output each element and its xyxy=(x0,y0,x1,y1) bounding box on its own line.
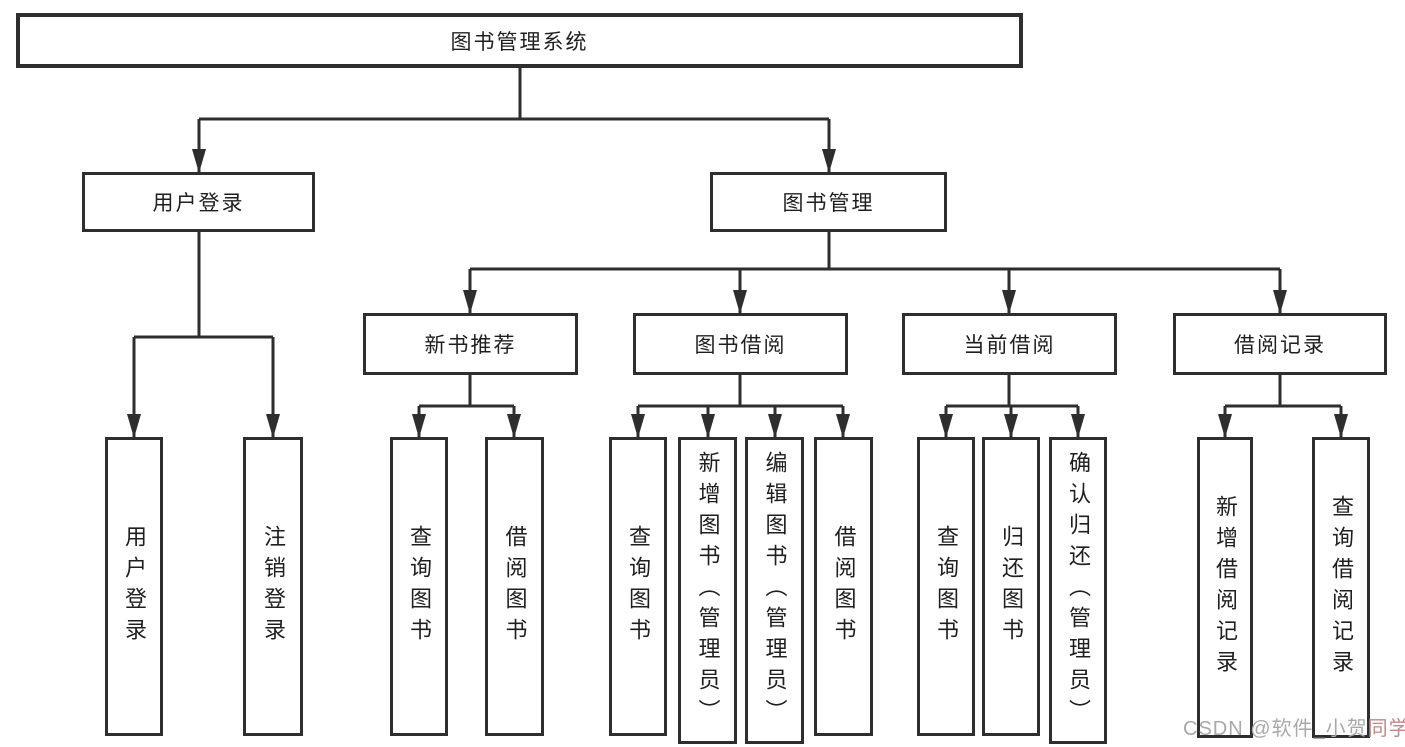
connector-root-to-level2 xyxy=(192,68,836,173)
leaf-query-borrow-record-label: 查询借阅记录 xyxy=(1329,494,1354,681)
leaf-user-login-label: 用户登录 xyxy=(122,524,147,649)
leaf-user-login: 用户登录 xyxy=(105,437,163,736)
watermark-text-accent: 同学 xyxy=(1367,718,1405,740)
leaf-query-books-borrow-label: 查询图书 xyxy=(626,524,651,649)
leaf-query-books-borrow: 查询图书 xyxy=(609,437,667,736)
leaf-confirm-return-admin: 确认归还（管理员） xyxy=(1049,437,1107,744)
connector-user-login-to-leaves xyxy=(127,232,280,438)
leaf-edit-book-admin-label: 编辑图书（管理员） xyxy=(762,451,788,730)
leaf-borrow-books-new: 借阅图书 xyxy=(485,437,544,736)
leaf-borrow-books-new-label: 借阅图书 xyxy=(502,524,528,649)
leaf-borrow-books-borrow-label: 借阅图书 xyxy=(831,524,857,649)
leaf-return-books: 归还图书 xyxy=(982,437,1040,736)
leaf-logout: 注销登录 xyxy=(243,437,303,736)
node-borrow-records: 借阅记录 xyxy=(1173,313,1387,375)
leaf-query-books-current-label: 查询图书 xyxy=(934,524,959,649)
node-user-login-label: 用户登录 xyxy=(152,192,245,215)
leaf-query-books-new: 查询图书 xyxy=(390,437,448,736)
leaf-logout-label: 注销登录 xyxy=(261,524,286,649)
node-user-login: 用户登录 xyxy=(82,172,315,232)
node-book-borrow: 图书借阅 xyxy=(633,313,848,375)
watermark-text: CSDN @软件_小贺 xyxy=(1183,718,1368,740)
leaf-edit-book-admin: 编辑图书（管理员） xyxy=(745,437,804,744)
node-borrow-records-label: 借阅记录 xyxy=(1234,334,1326,357)
leaf-query-books-new-label: 查询图书 xyxy=(407,524,432,649)
connector-borrow-records-to-leaves xyxy=(1218,375,1348,438)
node-book-borrow-label: 图书借阅 xyxy=(694,334,787,357)
node-library-system-label: 图书管理系统 xyxy=(450,30,589,54)
leaf-add-book-admin-label: 新增图书（管理员） xyxy=(695,451,721,730)
node-current-borrow: 当前借阅 xyxy=(902,313,1117,375)
leaf-add-book-admin: 新增图书（管理员） xyxy=(678,437,737,744)
connector-current-borrow-to-leaves xyxy=(939,375,1085,438)
connector-new-books-to-leaves xyxy=(412,375,521,438)
connector-book-borrow-to-leaves xyxy=(631,375,850,438)
leaf-query-books-current: 查询图书 xyxy=(917,437,975,736)
node-book-management: 图书管理 xyxy=(710,172,947,232)
node-book-management-label: 图书管理 xyxy=(782,192,875,215)
leaf-return-books-label: 归还图书 xyxy=(999,524,1024,649)
leaf-add-borrow-record: 新增借阅记录 xyxy=(1197,437,1253,738)
leaf-confirm-return-admin-label: 确认归还（管理员） xyxy=(1066,451,1091,730)
watermark: CSDN @软件_小贺同学 xyxy=(1183,712,1405,741)
node-new-book-recommend-label: 新书推荐 xyxy=(424,334,517,357)
connector-book-management-to-level3 xyxy=(463,232,1287,314)
leaf-borrow-books-borrow: 借阅图书 xyxy=(814,437,873,736)
node-current-borrow-label: 当前借阅 xyxy=(963,334,1056,357)
node-library-system: 图书管理系统 xyxy=(16,13,1023,68)
node-new-book-recommend: 新书推荐 xyxy=(363,313,578,375)
leaf-query-borrow-record: 查询借阅记录 xyxy=(1312,437,1370,738)
leaf-add-borrow-record-label: 新增借阅记录 xyxy=(1213,494,1238,681)
